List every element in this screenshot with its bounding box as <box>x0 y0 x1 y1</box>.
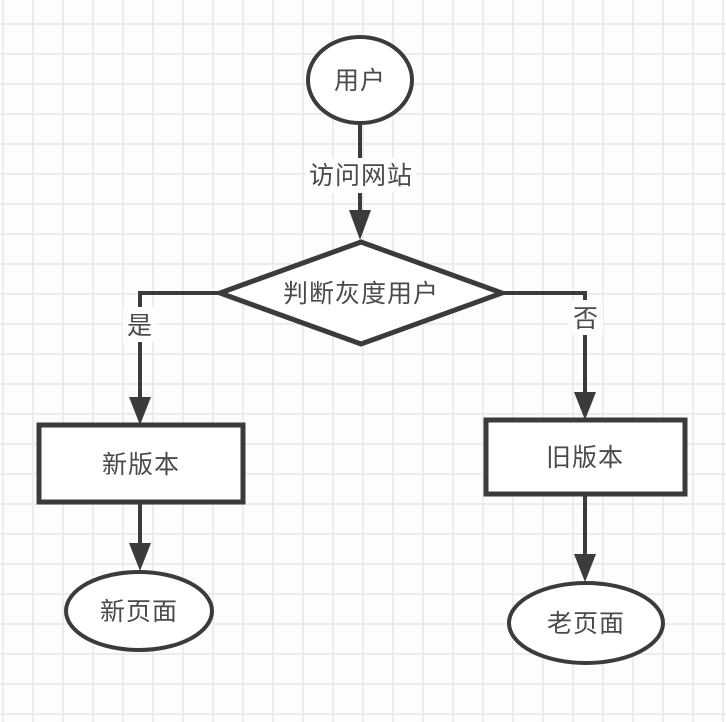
new-page-node-ellipse <box>64 570 214 652</box>
edge-label-visit: 访问网站 <box>309 162 413 190</box>
old-page-node-label: 老页面 <box>547 610 625 638</box>
old-version-node-label: 旧版本 <box>546 444 624 472</box>
visit-label-background <box>306 158 416 193</box>
yes-label-background <box>123 307 157 342</box>
arrowhead-to-old-version-icon <box>574 392 596 420</box>
edge-label-yes: 是 <box>127 312 153 340</box>
start-node-label: 用户 <box>334 67 386 95</box>
arrowhead-to-new-version-icon <box>129 397 151 425</box>
decision-node-label: 判断灰度用户 <box>283 280 439 308</box>
new-version-node-label: 新版本 <box>102 451 180 479</box>
new-version-node-rect <box>36 422 246 505</box>
edge-label-no: 否 <box>573 305 599 333</box>
edge-decision-to-new-version <box>138 291 222 400</box>
no-label-background <box>569 300 603 335</box>
start-node-circle <box>306 35 414 125</box>
edge-decision-to-old-version <box>500 291 587 395</box>
old-version-node-rect <box>483 417 688 497</box>
decision-node-diamond <box>212 239 510 347</box>
arrowhead-to-decision-icon <box>349 210 371 240</box>
arrowhead-to-new-page-icon <box>129 543 151 571</box>
arrowhead-to-old-page-icon <box>574 554 596 582</box>
new-page-node-label: 新页面 <box>100 598 178 626</box>
old-page-node-ellipse <box>507 581 665 665</box>
